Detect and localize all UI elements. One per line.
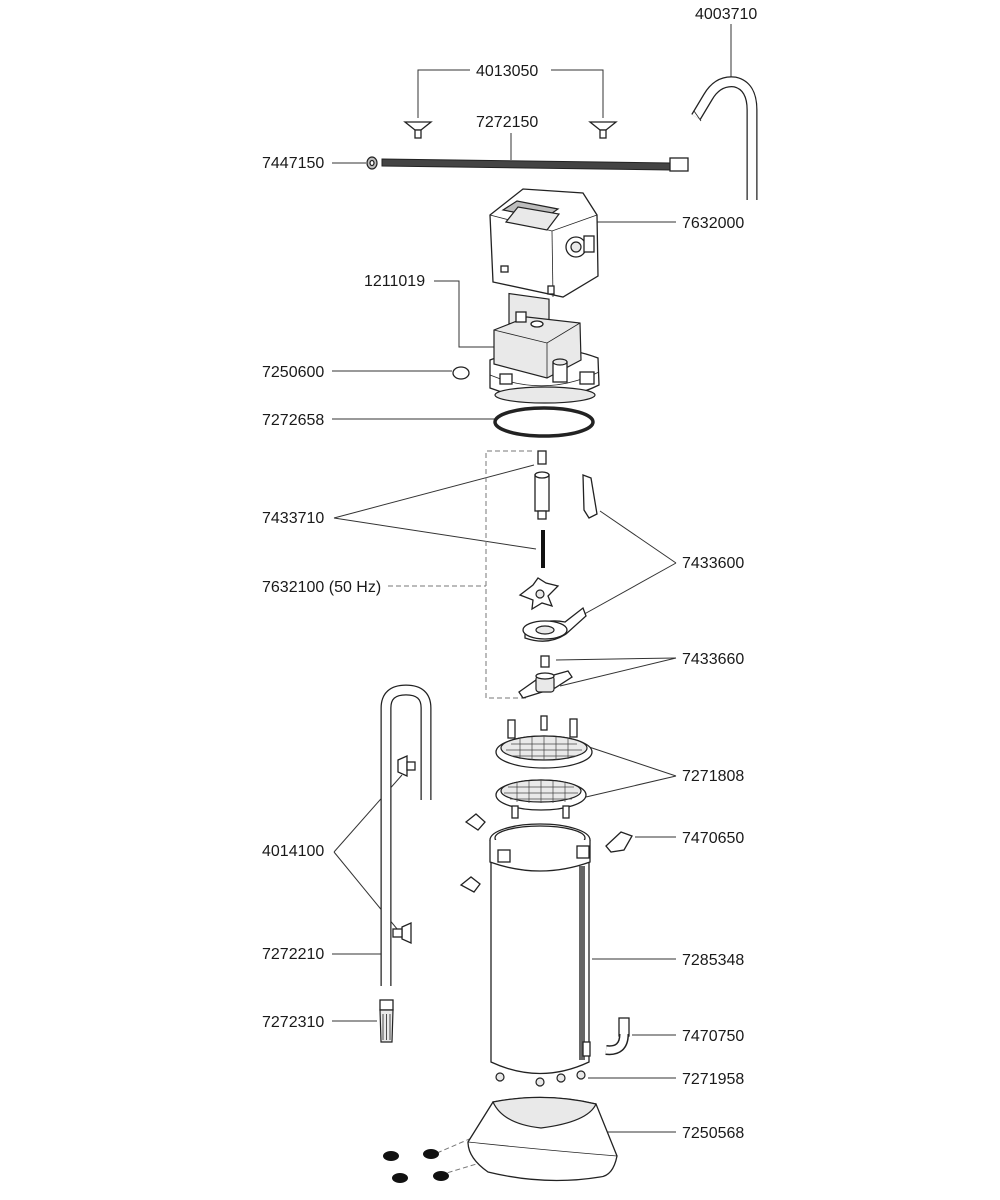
label-7272310: 7272310	[262, 1014, 324, 1031]
filter-canister-icon	[489, 823, 591, 1075]
label-7250568: 7250568	[682, 1125, 744, 1142]
label-7470650: 7470650	[682, 830, 744, 847]
leader-7433660-bottom	[559, 657, 677, 687]
label-7285348: 7285348	[682, 952, 744, 969]
label-7272150: 7272150	[476, 114, 538, 131]
leader-7271808-top	[585, 745, 677, 777]
label-7271958: 7271958	[682, 1071, 744, 1088]
label-7272658: 7272658	[262, 412, 324, 429]
leader-7433710-top	[333, 464, 535, 519]
outlet-pipe-icon	[691, 76, 758, 200]
bracket-7632100	[485, 450, 532, 699]
leader-7433600-bottom	[569, 562, 677, 623]
clip-icon	[459, 813, 633, 893]
leader-1211019	[434, 280, 494, 348]
label-1211019: 1211019	[364, 273, 425, 290]
label-4014100: 4014100	[262, 843, 324, 860]
label-7271808: 7271808	[682, 768, 744, 785]
suction-cup-icon	[397, 754, 416, 778]
elbow-connector-icon	[605, 1017, 630, 1056]
label-7447150: 7447150	[262, 155, 324, 172]
label-7632100: 7632100 (50 Hz)	[262, 579, 381, 596]
impeller-bearing-bracket-icon	[518, 670, 573, 699]
impeller-cover-icon	[522, 606, 587, 642]
label-7470750: 7470750	[682, 1028, 744, 1045]
rubber-bearing-icon	[582, 474, 598, 519]
leader-4014100-top	[333, 774, 403, 853]
bearing-icon	[540, 655, 550, 668]
leader-7433600-top	[599, 510, 677, 564]
end-cap-icon	[366, 156, 378, 170]
spray-bar-icon	[381, 157, 689, 172]
leader-7271808-bottom	[585, 775, 677, 798]
label-4003710: 4003710	[695, 6, 757, 23]
suction-cup-icon	[403, 121, 433, 139]
leader-4013050-left	[417, 69, 470, 118]
filter-basket-bottom-icon	[495, 779, 587, 819]
label-7433660: 7433660	[682, 651, 744, 668]
intake-pipe-icon	[380, 684, 432, 986]
impeller-axle-icon	[534, 450, 550, 568]
canister-feet-icon	[495, 1070, 586, 1087]
foot-pad-icon	[383, 1149, 449, 1183]
suction-cup-icon	[392, 921, 412, 945]
label-4013050: 4013050	[476, 63, 538, 80]
label-7433600: 7433600	[682, 555, 744, 572]
label-7250600: 7250600	[262, 364, 324, 381]
pump-head-cover-icon	[489, 188, 599, 330]
suction-cup-icon	[588, 121, 618, 139]
intake-strainer-icon	[379, 999, 394, 1043]
base-stand-icon	[467, 1096, 618, 1182]
impeller-icon	[518, 577, 560, 611]
small-o-ring-icon	[452, 366, 470, 380]
label-7632000: 7632000	[682, 215, 744, 232]
leader-7433660-top	[555, 657, 677, 661]
leader-7433710-bottom	[333, 517, 537, 550]
label-7272210: 7272210	[262, 946, 324, 963]
part-labels: 4003710 4013050 7272150 7447150 7632000 …	[262, 6, 757, 1142]
leader-foot-pad-top	[436, 1136, 475, 1154]
leader-4013050-right	[551, 69, 604, 118]
leader-4014100-bottom	[333, 851, 403, 936]
label-7433710: 7433710	[262, 510, 324, 527]
sealing-ring-icon	[493, 406, 595, 438]
filter-basket-top-icon	[495, 715, 593, 769]
pump-motor-unit-icon	[489, 311, 600, 404]
leader-lines	[332, 24, 732, 1176]
